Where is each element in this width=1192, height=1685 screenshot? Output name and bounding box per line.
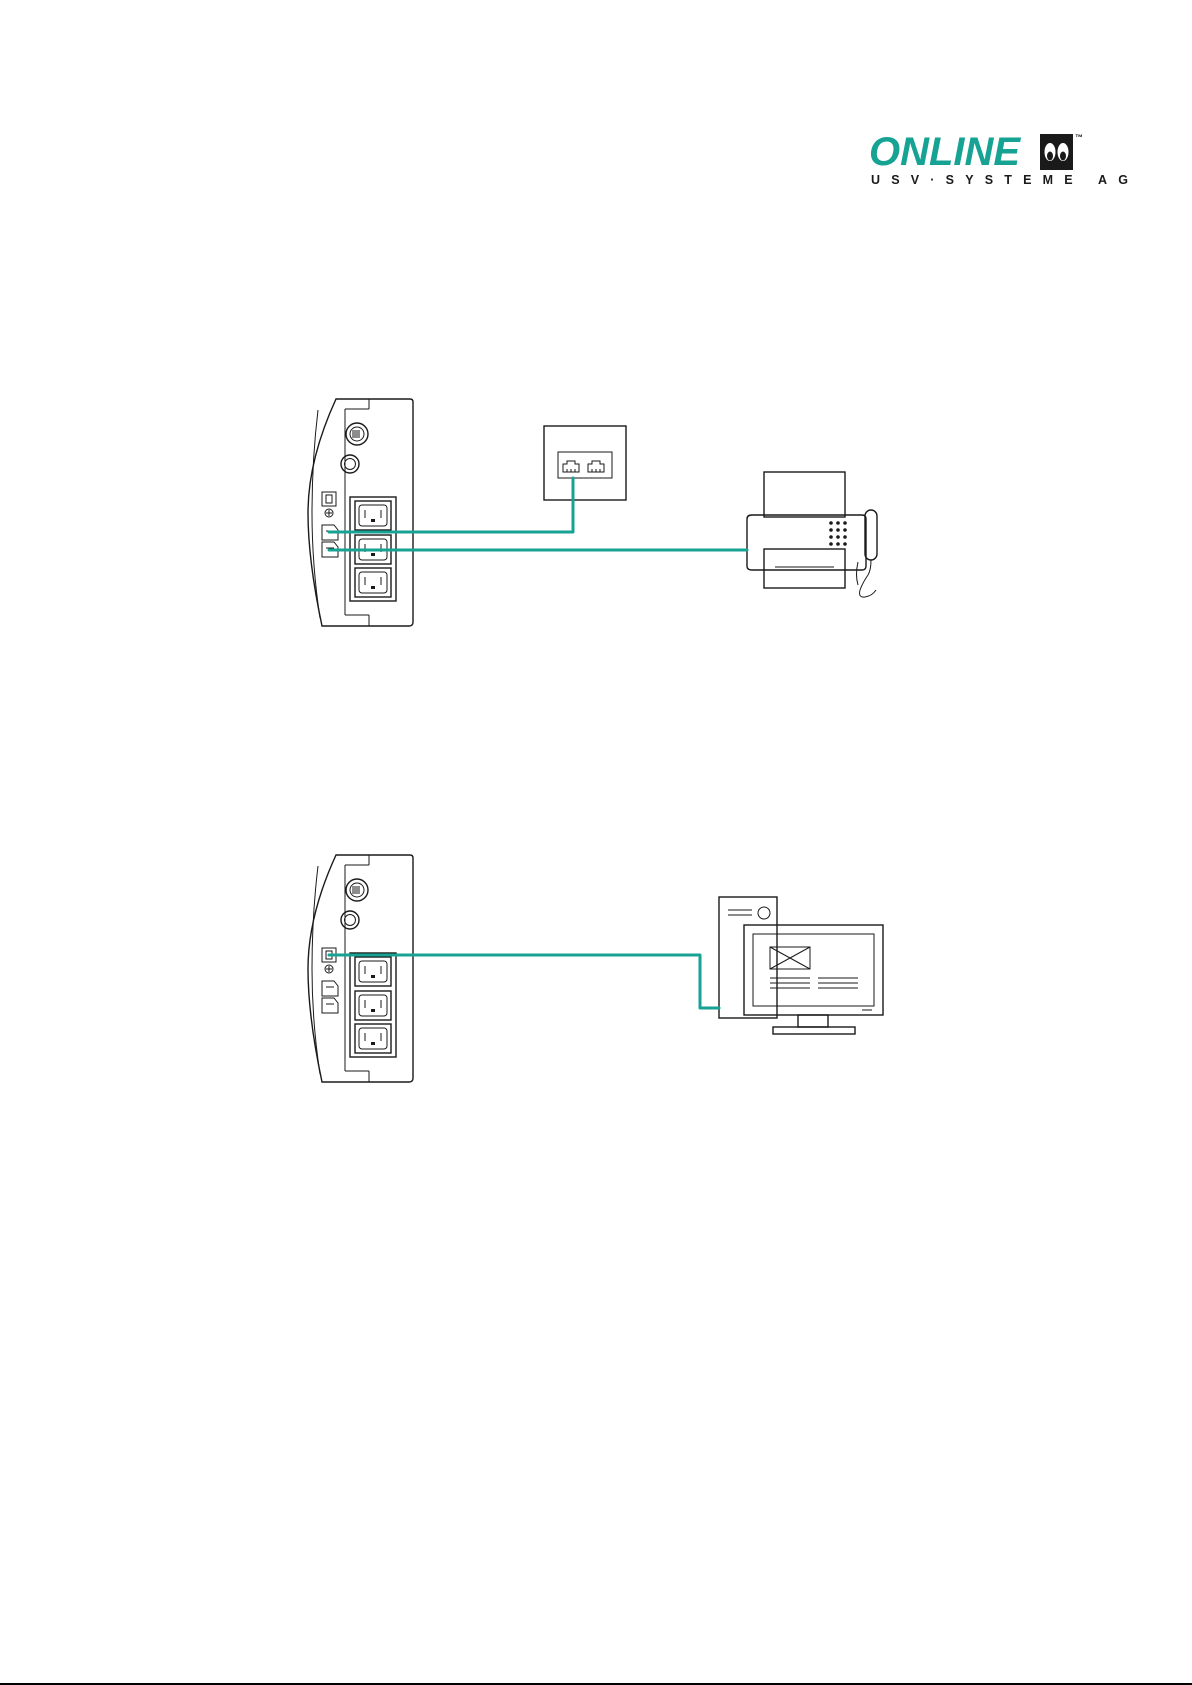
ups-outlet-bank bbox=[350, 953, 396, 1057]
logo-trademark: ™ bbox=[1075, 133, 1083, 142]
logo-wordmark: ONLINE bbox=[869, 130, 1021, 174]
ups-usb-port bbox=[322, 492, 336, 506]
desktop-computer bbox=[719, 897, 883, 1034]
logo-eyes-icon bbox=[1040, 134, 1073, 170]
ups-rear-panel bbox=[308, 855, 413, 1082]
ups-rj-out bbox=[322, 998, 338, 1013]
ups-breaker-icon bbox=[346, 423, 368, 445]
brand-logo: ONLINE ™ USV·SYSTEME AG bbox=[869, 130, 1139, 187]
ups-ground-icon bbox=[325, 509, 333, 517]
figure-ups-to-phone-fax bbox=[308, 399, 877, 626]
computer-tower-icon bbox=[719, 897, 777, 1018]
ups-rj-in bbox=[322, 981, 338, 996]
wall-socket-jack-icon bbox=[563, 461, 579, 472]
fax-keypad-icon bbox=[829, 521, 847, 546]
ups-breaker-icon bbox=[346, 879, 368, 901]
fax-machine bbox=[747, 472, 877, 597]
ups-fuse-icon bbox=[341, 455, 359, 473]
wall-socket-jack-icon bbox=[588, 461, 604, 472]
ups-ground-icon bbox=[325, 965, 333, 973]
logo-tagline: USV·SYSTEME AG bbox=[871, 173, 1139, 187]
ups-rear-panel bbox=[308, 399, 413, 626]
figure-ups-to-computer bbox=[308, 855, 883, 1082]
fax-handset-icon bbox=[857, 510, 878, 597]
ups-fuse-icon bbox=[341, 911, 359, 929]
telephone-wall-socket bbox=[544, 426, 626, 500]
